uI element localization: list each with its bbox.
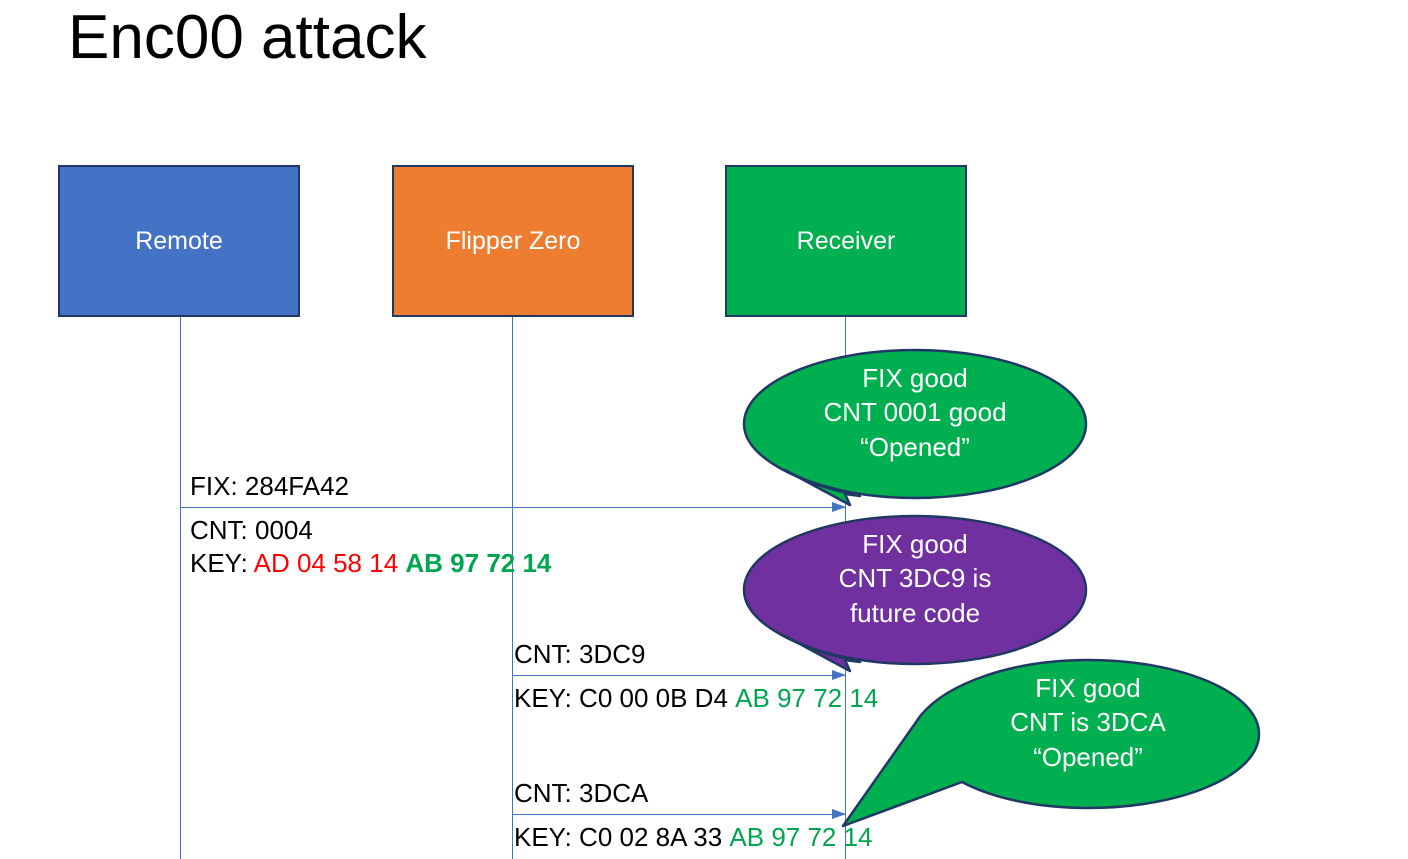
message-3-cnt-text: CNT: 3DCA [514, 778, 649, 808]
message-1-key-changing: AD 04 58 14 [253, 548, 399, 579]
message-arrow-2 [512, 670, 846, 680]
message-1-fix-text: FIX: 284FA42 [190, 471, 349, 501]
callout-receiver-response-3: FIX good CNT is 3DCA “Opened” [841, 658, 1261, 828]
message-3-key-line: KEY: C0 02 8A 33 AB 97 72 14 [514, 821, 873, 854]
message-2-cnt-label: CNT: 3DC9 [514, 638, 645, 671]
message-arrow-1 [180, 502, 846, 512]
lifeline-remote [180, 317, 181, 859]
message-2-key-changing: C0 00 0B D4 [579, 683, 728, 713]
message-1-cnt-text: CNT: 0004 [190, 515, 313, 545]
message-1-fix-label: FIX: 284FA42 [190, 470, 349, 503]
callout-2-shape [742, 514, 1088, 673]
page-title: Enc00 attack [68, 3, 427, 72]
message-2-cnt-text: CNT: 3DC9 [514, 639, 646, 669]
actor-label-receiver: Receiver [796, 227, 896, 255]
message-2-key-fixed: AB 97 72 14 [735, 683, 879, 713]
lifeline-flipper-zero [512, 317, 513, 859]
callout-receiver-response-2: FIX good CNT 3DC9 is future code [742, 514, 1088, 674]
actor-box-remote[interactable]: Remote [58, 165, 300, 317]
message-1-key-fixed: AB 97 72 14 [405, 548, 552, 579]
message-3-key-changing: C0 02 8A 33 [579, 822, 723, 852]
message-3-key-prefix: KEY: [514, 822, 580, 852]
actor-box-flipper-zero[interactable]: Flipper Zero [392, 165, 634, 317]
actor-label-remote: Remote [135, 227, 223, 255]
message-1-key-prefix: KEY: [190, 548, 254, 579]
callout-receiver-response-1: FIX good CNT 0001 good “Opened” [742, 348, 1088, 508]
message-3-cnt-label: CNT: 3DCA [514, 777, 648, 810]
message-3-key-fixed: AB 97 72 14 [729, 822, 873, 852]
message-2-key-prefix: KEY: [514, 683, 580, 713]
callout-1-shape [742, 348, 1088, 507]
message-1-key-line: KEY: AD 04 58 14 AB 97 72 14 [190, 547, 551, 580]
message-2-key-line: KEY: C0 00 0B D4 AB 97 72 14 [514, 682, 878, 715]
message-arrow-3 [512, 809, 846, 819]
message-1-payload: CNT: 0004 KEY: AD 04 58 14 AB 97 72 14 [190, 514, 551, 581]
actor-box-receiver[interactable]: Receiver [725, 165, 967, 317]
actor-label-flipper-zero: Flipper Zero [445, 227, 581, 255]
callout-3-shape [841, 658, 1261, 828]
